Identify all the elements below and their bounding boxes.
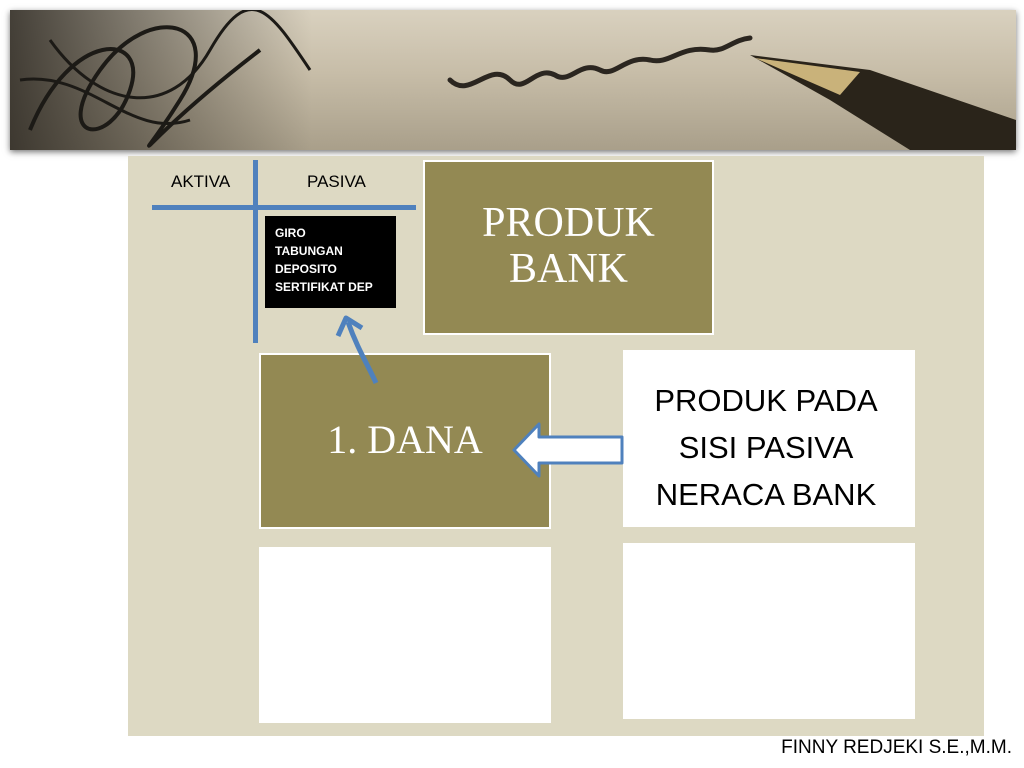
pasiva-item: TABUNGAN	[275, 244, 343, 258]
left-block-arrow-icon	[512, 422, 624, 478]
aktiva-label: AKTIVA	[171, 172, 231, 191]
header-banner-image	[10, 10, 1016, 150]
pasiva-info-box	[623, 350, 915, 527]
pasiva-item: GIRO	[275, 226, 306, 240]
up-arrow-head-icon	[335, 315, 364, 338]
produk-bank-title-line1: PRODUK	[482, 200, 655, 246]
pen-writing-illustration	[10, 10, 1016, 150]
empty-box-right	[623, 543, 915, 719]
info-line3: NERACA BANK	[655, 477, 877, 512]
pasiva-item: SERTIFIKAT DEP	[275, 280, 373, 294]
pasiva-info-text: PRODUK PADA SISI PASIVA NERACA BANK	[623, 377, 909, 518]
t-account-horizontal-line	[152, 205, 416, 210]
empty-box-left	[259, 547, 551, 723]
info-line1: PRODUK PADA	[654, 383, 878, 418]
pasiva-items-box: GIRO TABUNGAN DEPOSITO SERTIFIKAT DEP	[265, 216, 396, 308]
produk-bank-box: PRODUK BANK	[423, 160, 714, 335]
info-line2: SISI PASIVA	[678, 430, 854, 465]
dana-box: 1. DANA	[259, 353, 551, 529]
dana-label: 1. DANA	[327, 417, 483, 462]
pasiva-label: PASIVA	[307, 172, 366, 191]
up-arrow-icon	[345, 321, 379, 385]
t-account-vertical-line	[253, 160, 258, 343]
produk-bank-title-line2: BANK	[508, 246, 628, 292]
pasiva-item: DEPOSITO	[275, 262, 337, 276]
footer-author: FINNY REDJEKI S.E.,M.M.	[781, 737, 1012, 758]
